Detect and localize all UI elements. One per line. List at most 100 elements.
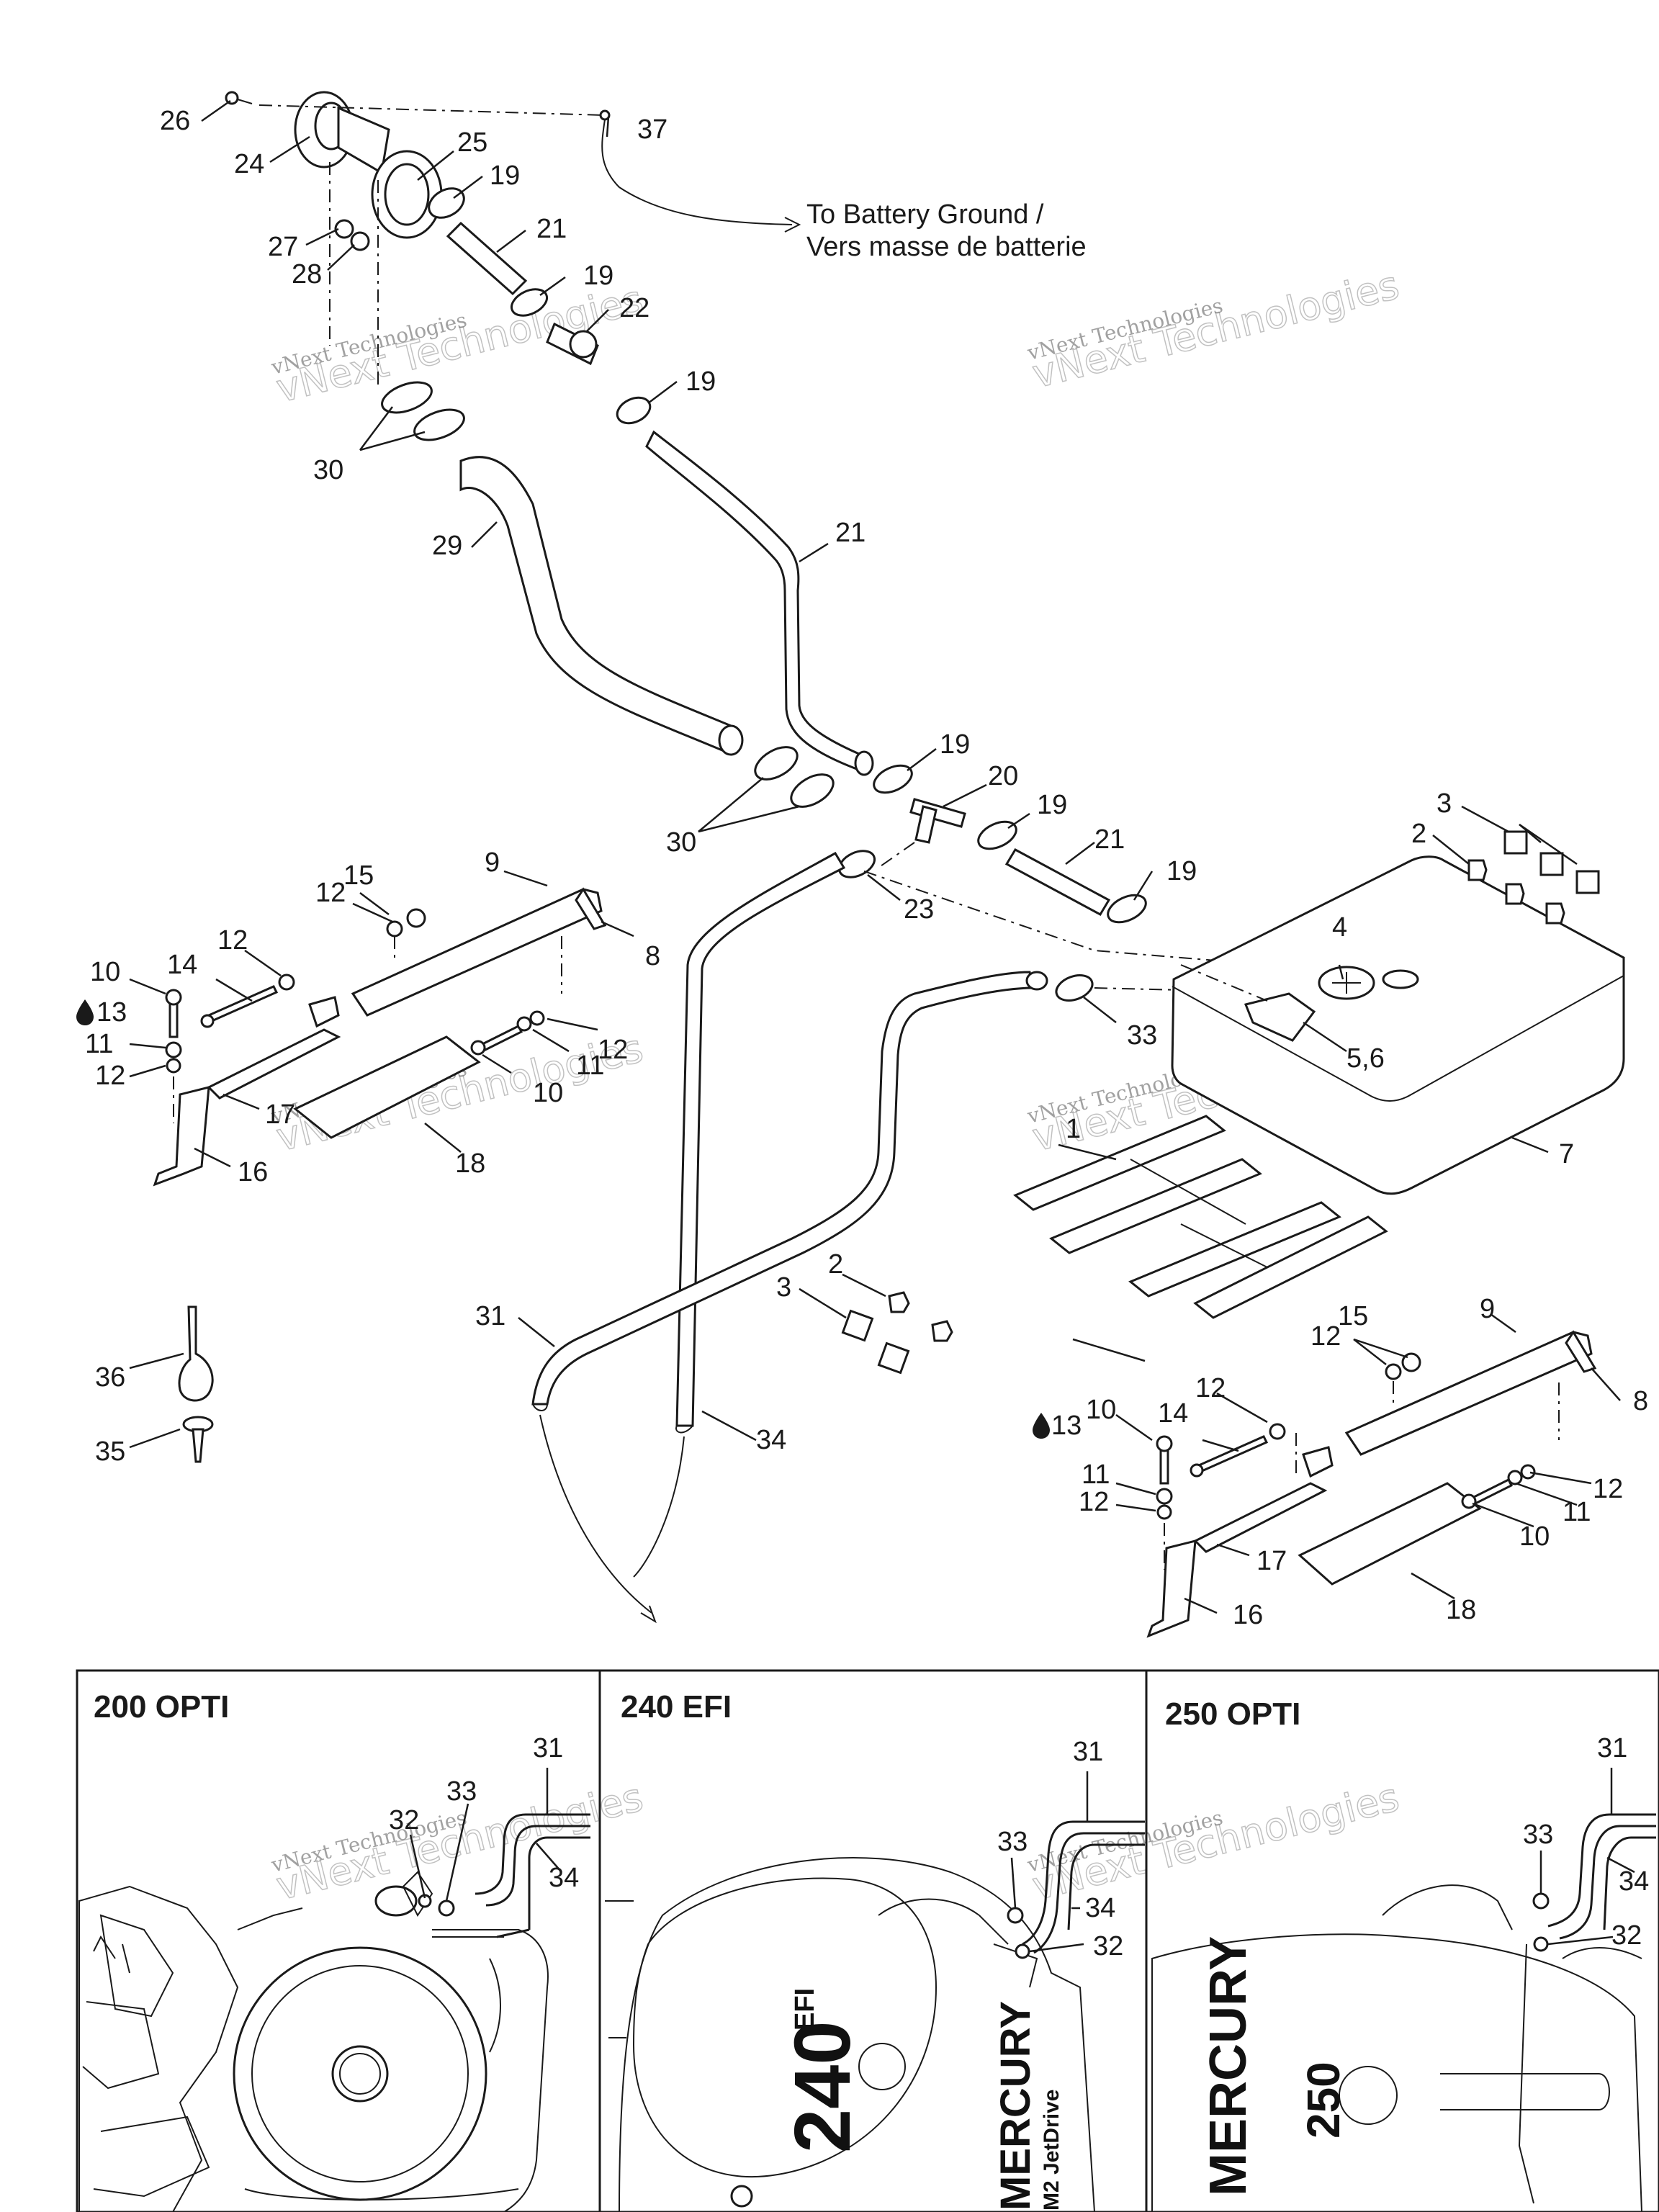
callout-35: 35 (95, 1437, 125, 1467)
bracket-3 (1575, 870, 1600, 894)
clamp-33 (1055, 974, 1094, 1002)
junction-assembly (754, 746, 1225, 962)
callout-33: 33 (997, 1827, 1028, 1857)
connector-22 (546, 322, 599, 366)
cable-tie-36 (178, 1305, 214, 1402)
nut-15 (406, 908, 426, 928)
callout-7: 7 (1559, 1139, 1574, 1169)
callout-19: 19 (685, 367, 716, 397)
callout-14: 14 (167, 950, 197, 980)
ground-note-line1: To Battery Ground / (806, 199, 1044, 230)
oil-drop-icon (76, 999, 94, 1025)
callout-33: 33 (446, 1776, 477, 1807)
callout-8: 8 (645, 941, 660, 971)
washer-12 (1385, 1363, 1402, 1380)
callout-16: 16 (1233, 1600, 1263, 1630)
washer-12 (386, 920, 403, 938)
filler-opening (1382, 969, 1419, 989)
callout-21: 21 (835, 518, 866, 548)
panel-240-efi: 240 EFI 240 EFI MERCURY M2 JetDrive (605, 1689, 1145, 2212)
leader-lines (129, 99, 1621, 1614)
clamp-19 (1107, 894, 1147, 924)
callout-23: 23 (904, 894, 934, 925)
engine-250-opti-drawing (1151, 1884, 1643, 2212)
callout-15: 15 (343, 860, 374, 891)
engine-badge-250: 250 (1298, 2062, 1349, 2139)
strap-assembly-left (153, 887, 607, 1187)
engine-240-efi-drawing (605, 1857, 1096, 2212)
washer-12 (1520, 1464, 1536, 1480)
panel-250-opti: 250 OPTI MERCURY 250 (1151, 1696, 1656, 2212)
callout-9: 9 (485, 848, 500, 878)
callout-16: 16 (238, 1157, 268, 1187)
svg-text:240: 240 (778, 2020, 867, 2153)
washer-12 (166, 1058, 181, 1074)
callout-28: 28 (292, 259, 322, 289)
strap-17 (1193, 1482, 1328, 1553)
callout-12: 12 (598, 1035, 628, 1065)
pad-18 (293, 1035, 481, 1139)
strap-9 (351, 888, 603, 1017)
washer-11 (165, 1041, 182, 1058)
callout-29: 29 (432, 531, 462, 561)
callout-19: 19 (583, 261, 613, 291)
strap-17 (207, 1028, 341, 1100)
callout-13: 13 (1051, 1411, 1082, 1441)
bolt-13 (1159, 1446, 1169, 1485)
screw-35 (182, 1416, 214, 1463)
callout-34: 34 (1619, 1866, 1649, 1897)
mercury-logo-250: MERCURY (1200, 1936, 1257, 2196)
callout-19: 19 (1037, 790, 1067, 820)
ground-wire-37 (599, 109, 801, 233)
washer-12 (529, 1010, 545, 1026)
strap-9 (1344, 1331, 1593, 1456)
bolt-13 (168, 999, 179, 1038)
callout-14: 14 (1158, 1398, 1188, 1429)
bolt-14 (207, 985, 279, 1022)
callout-32: 32 (1093, 1931, 1123, 1961)
callout-26: 26 (160, 106, 190, 136)
washer-11 (1507, 1470, 1523, 1485)
panel-title: 240 EFI (621, 1689, 732, 1725)
strap-16 (153, 1086, 210, 1187)
fuel-pickup-5-6 (1244, 992, 1316, 1042)
screw-2 (1505, 883, 1525, 905)
hose-21-short (1004, 848, 1111, 916)
panel-200-opti: 200 OPTI (78, 1689, 590, 2212)
svg-text:EFI: EFI (790, 1988, 820, 2031)
hose-29 (459, 456, 744, 756)
washer-11 (1156, 1488, 1173, 1505)
callout-19: 19 (1166, 856, 1197, 886)
callout-10: 10 (1086, 1395, 1116, 1425)
callout-3: 3 (1437, 788, 1452, 819)
tee-fitting-20 (909, 798, 966, 844)
clamps-30-upper (381, 381, 465, 441)
callout-11: 11 (1082, 1460, 1110, 1490)
callout-10: 10 (1519, 1521, 1550, 1552)
washer-27 (334, 219, 354, 239)
washer-12 (278, 974, 295, 991)
engine-panels: 200 OPTI (76, 1669, 1659, 2212)
routing-arrow (633, 1436, 685, 1578)
callout-labels: 26 24 25 19 37 27 28 21 19 22 19 30 29 2… (76, 106, 1648, 1630)
callout-31: 31 (533, 1733, 563, 1763)
callout-12: 12 (1195, 1373, 1226, 1403)
foam-pads-1 (1013, 1115, 1388, 1319)
clamp-19 (510, 288, 549, 317)
strap-assembly-right (1146, 1330, 1597, 1638)
callout-22: 22 (619, 293, 649, 323)
washer-11 (516, 1016, 532, 1032)
strap-hardware-middle (841, 1291, 953, 1375)
callout-12: 12 (1079, 1487, 1109, 1517)
callout-24: 24 (234, 149, 264, 179)
bracket-3 (1503, 830, 1528, 855)
callout-32: 32 (1611, 1920, 1642, 1951)
callout-13: 13 (96, 997, 127, 1028)
screw-2 (1467, 859, 1488, 881)
clamp-19 (977, 820, 1017, 850)
strap-16 (1146, 1539, 1197, 1638)
clamp-30 (754, 746, 799, 781)
hose-34 (675, 851, 846, 1434)
callout-18: 18 (455, 1148, 485, 1179)
